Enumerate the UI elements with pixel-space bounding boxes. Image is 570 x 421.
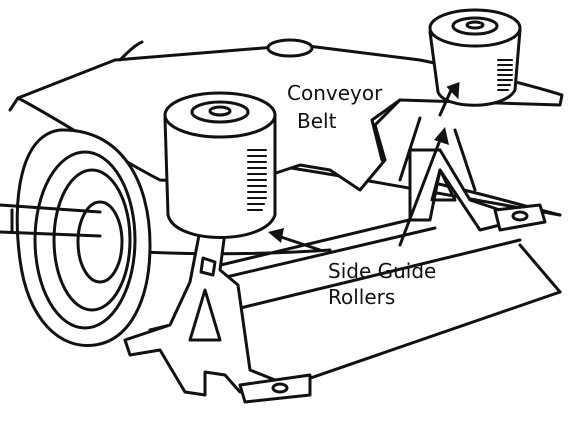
pulley-drum <box>0 128 152 348</box>
side-guide-label-line2: Rollers <box>328 285 395 309</box>
side-guide-label-line1: Side Guide <box>328 259 436 283</box>
front-guide-roller <box>163 91 277 239</box>
right-roller-stand <box>408 128 547 232</box>
conveyor-belt-label-line1: Conveyor <box>287 81 383 105</box>
back-guide-roller <box>428 8 522 107</box>
side-guide-arrow-front <box>268 228 322 252</box>
conveyor-belt-label-line2: Belt <box>297 109 337 133</box>
conveyor-belt-arrow <box>438 81 460 117</box>
front-roller-stand <box>123 228 312 404</box>
side-guide-arrow-back <box>398 127 449 247</box>
